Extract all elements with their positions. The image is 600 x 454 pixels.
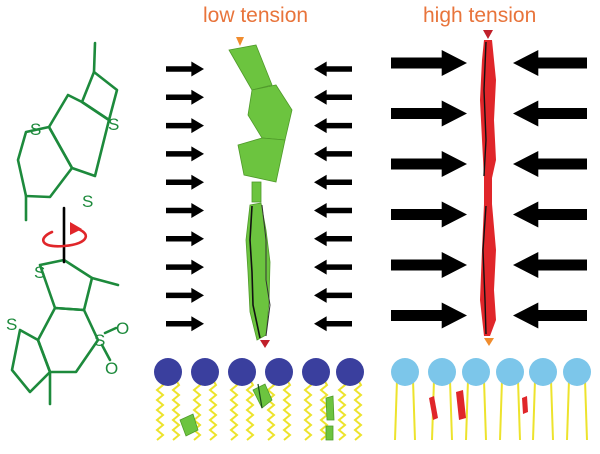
lipid-tail xyxy=(465,379,469,441)
right-pointing-arrow xyxy=(166,174,204,190)
lipid-headgroup xyxy=(302,358,330,386)
sulfur-atom-label: S xyxy=(34,263,45,282)
lipid-tail xyxy=(517,379,521,441)
left-pointing-arrow xyxy=(314,316,352,332)
right-pointing-arrow xyxy=(391,201,467,228)
lipid-tail xyxy=(550,379,554,441)
lipid-tail xyxy=(449,379,453,441)
lipid-tail xyxy=(412,379,416,441)
left-pointing-arrow xyxy=(314,146,352,162)
lipid-headgroup xyxy=(563,358,591,386)
high-tension-right-arrows xyxy=(513,50,587,329)
lipid-headgroup xyxy=(191,358,219,386)
left-pointing-arrow xyxy=(314,259,352,275)
lipid-headgroup xyxy=(428,358,456,386)
lipid-headgroup xyxy=(228,358,256,386)
high-tension-left-arrows xyxy=(391,50,467,329)
right-pointing-arrow xyxy=(391,50,467,76)
left-pointing-arrow xyxy=(513,50,587,76)
high-tension-polymer-chain xyxy=(480,30,496,346)
lipid-tail xyxy=(532,379,536,441)
left-pointing-arrow xyxy=(314,89,352,105)
right-pointing-arrow xyxy=(391,151,467,177)
lipid-tail xyxy=(155,379,165,441)
molecule-structure: S S S S S S O O xyxy=(6,41,129,406)
lipid-tail xyxy=(483,379,487,441)
lipid-tail xyxy=(208,379,218,441)
high-tension-membrane xyxy=(391,358,591,441)
lipid-tail xyxy=(337,379,347,441)
right-pointing-arrow xyxy=(166,287,204,303)
right-pointing-arrow xyxy=(166,118,204,134)
right-pointing-arrow xyxy=(166,146,204,162)
lipid-tail xyxy=(245,379,255,441)
lipid-tail xyxy=(499,379,503,441)
right-pointing-arrow xyxy=(391,302,467,329)
left-pointing-arrow xyxy=(314,287,352,303)
lipid-tail xyxy=(584,379,588,441)
right-pointing-arrow xyxy=(166,61,204,77)
lipid-headgroup xyxy=(336,358,364,386)
lipid-tail xyxy=(319,379,329,441)
low-tension-right-arrows xyxy=(314,61,352,332)
sulfur-atom-label: S xyxy=(108,115,119,134)
left-pointing-arrow xyxy=(513,100,587,127)
oxygen-atom-label: O xyxy=(116,319,129,338)
lipid-tail xyxy=(266,379,276,441)
left-pointing-arrow xyxy=(513,151,587,177)
sulfur-atom-label: S xyxy=(82,192,93,211)
lipid-tail xyxy=(229,379,239,441)
right-pointing-arrow xyxy=(166,89,204,105)
right-pointing-arrow xyxy=(166,203,204,218)
left-pointing-arrow xyxy=(513,302,587,329)
lipid-tail xyxy=(566,379,570,441)
low-membrane-green-segments xyxy=(179,383,335,441)
lipid-headgroup xyxy=(529,358,557,386)
low-tension-polymer-chain xyxy=(228,37,293,348)
sulfur-atom-label: S xyxy=(30,120,41,139)
left-pointing-arrow xyxy=(513,252,587,278)
lipid-headgroup xyxy=(462,358,490,386)
low-tension-left-arrows xyxy=(166,61,204,332)
low-tension-label: low tension xyxy=(203,4,309,27)
left-pointing-arrow xyxy=(314,203,352,218)
right-pointing-arrow xyxy=(166,231,204,247)
lipid-headgroup xyxy=(154,358,182,386)
lipid-headgroup xyxy=(265,358,293,386)
lipid-headgroup xyxy=(496,358,524,386)
lipid-tail xyxy=(394,379,398,441)
left-pointing-arrow xyxy=(314,231,352,247)
right-pointing-arrow xyxy=(166,316,204,332)
lipid-tail xyxy=(303,379,313,441)
lipid-tail xyxy=(282,379,292,441)
oxygen-atom-label: O xyxy=(105,359,118,378)
high-membrane-red-segments xyxy=(429,390,528,420)
sulfur-atom-label: S xyxy=(6,315,17,334)
bond-rotation-arrow xyxy=(42,222,87,248)
right-pointing-arrow xyxy=(166,259,204,275)
left-pointing-arrow xyxy=(513,201,587,228)
right-pointing-arrow xyxy=(391,100,467,127)
left-pointing-arrow xyxy=(314,118,352,134)
lipid-tail xyxy=(353,379,363,441)
lipid-tail xyxy=(171,379,181,441)
sulfur-atom-label: S xyxy=(94,331,105,350)
left-pointing-arrow xyxy=(314,174,352,190)
lipid-headgroup xyxy=(391,358,419,386)
left-pointing-arrow xyxy=(314,61,352,77)
right-pointing-arrow xyxy=(391,252,467,278)
high-tension-label: high tension xyxy=(423,4,537,27)
